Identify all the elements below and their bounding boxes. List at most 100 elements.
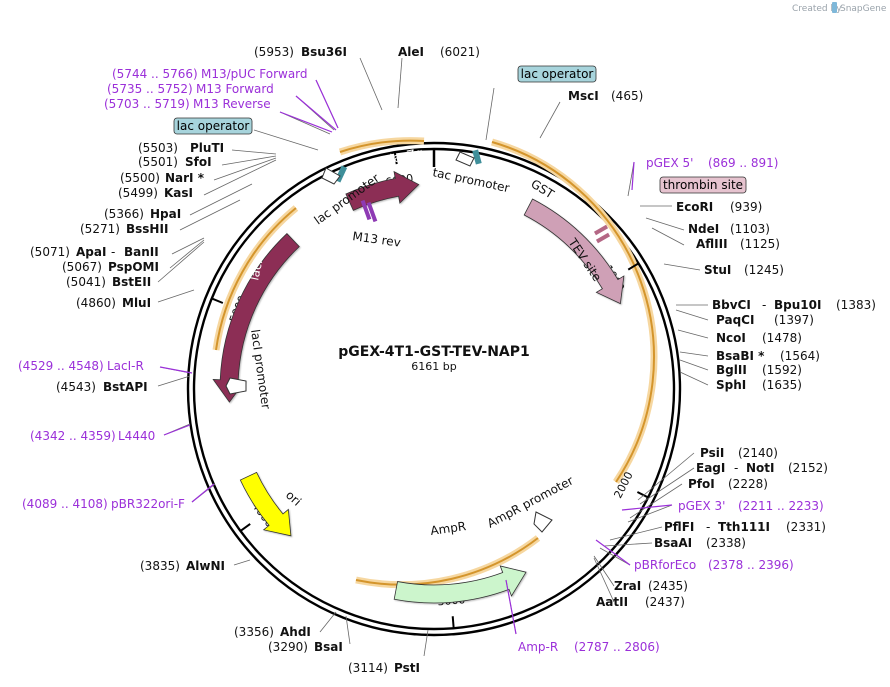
tick-mark	[451, 616, 455, 629]
primer-range: (4342 .. 4359)	[30, 429, 116, 443]
orf-band-gst-line	[491, 141, 655, 483]
primer-name: M13/pUC Forward	[201, 67, 308, 81]
site-pos: (1564)	[780, 349, 820, 363]
feature-arrows	[212, 170, 625, 604]
site-enzyme: NarI *	[165, 171, 205, 185]
feature-label-m13-rev: M13 rev	[352, 229, 402, 250]
site-pos: (5067)	[62, 260, 102, 274]
site-enzyme: BssHII	[126, 222, 168, 236]
feature-arrow-laci	[212, 232, 300, 403]
primer-range: (2787 .. 2806)	[574, 640, 660, 654]
primer-name: pBRforEco	[634, 558, 696, 572]
site-enzyme: AhdI	[280, 625, 311, 639]
feature-label-ori: ori	[283, 488, 304, 509]
feature-label-lacz: lacZα	[389, 145, 425, 166]
site-pos: (3290)	[268, 640, 308, 654]
site-pos: (5500)	[120, 171, 160, 185]
site-enzyme: SfoI	[185, 155, 212, 169]
site-enzyme: EcoRI	[676, 200, 713, 214]
site-pos: (4860)	[76, 296, 116, 310]
site-sep: -	[762, 298, 766, 312]
plasmid-name: pGEX-4T1-GST-TEV-NAP1	[338, 344, 530, 360]
site-enzyme: HpaI	[150, 207, 181, 221]
orf-band-laci-line	[215, 207, 297, 351]
tick-mark	[239, 523, 251, 532]
site-pos: (2152)	[788, 461, 828, 475]
m13-rev-mark-2	[366, 201, 378, 223]
primer-leader-pgex3	[621, 504, 673, 511]
primer-leader-pbrforeco	[595, 539, 631, 566]
primer-name: M13 Reverse	[193, 97, 271, 111]
site-enzyme: PspOMI	[108, 260, 159, 274]
primer-range: (2378 .. 2396)	[708, 558, 794, 572]
site-enzyme: BstEII	[112, 275, 151, 289]
site-pos: (5501)	[138, 155, 178, 169]
site-enzyme: PstI	[394, 661, 420, 675]
site-enzyme: EagI	[696, 461, 725, 475]
lac-promoter-arrow	[321, 167, 341, 185]
orf-band-ampr-line	[355, 537, 539, 586]
site-enzyme: Bsu36I	[301, 45, 347, 59]
tick-mark	[627, 262, 640, 271]
site-enzyme: NdeI	[688, 222, 719, 236]
site-pos: (2338)	[706, 536, 746, 550]
tick-mark	[393, 152, 398, 165]
primer-leaders	[159, 79, 673, 635]
restriction-sites-right: MscI (465) EcoRI (939) NdeI (1103) AflII…	[568, 89, 876, 609]
site-pos: (5041)	[66, 275, 106, 289]
site-enzyme: BsaI	[314, 640, 343, 654]
m13-rev-mark	[360, 199, 372, 221]
site-enzyme: MluI	[122, 296, 151, 310]
watermark-brand: SnapGene	[840, 4, 887, 14]
site-enzyme: BsaAI	[654, 536, 692, 550]
tev-site-mark	[593, 224, 609, 236]
ampr-promoter-arrow	[533, 511, 553, 533]
lac-operator-box-2	[173, 117, 253, 135]
orf-bands	[212, 137, 658, 589]
primer-range: (869 .. 891)	[708, 156, 778, 170]
lac-operator-label-2: lac operator	[177, 119, 250, 133]
site-enzyme: KasI	[164, 186, 193, 200]
feature-label-ampr: AmpR	[429, 519, 466, 538]
site-pos: (3114)	[348, 661, 388, 675]
site-enzyme: NcoI	[716, 331, 746, 345]
feature-label-laci: lacI	[247, 258, 265, 281]
lac-operator-box-1	[517, 65, 597, 83]
primer-name: Amp-R	[518, 640, 558, 654]
site-pos: (1245)	[744, 263, 784, 277]
site-enzyme: Tth111I	[718, 520, 770, 534]
site-pos: (2437)	[645, 595, 685, 609]
site-pos: (5503)	[138, 141, 178, 155]
restriction-sites-left: (5953) Bsu36I AleI (6021) (5503) PluTI (…	[30, 45, 480, 675]
feature-label-tac-promoter: tac promoter	[431, 165, 510, 195]
primer-leader-pbr322	[191, 483, 215, 503]
feature-label-ampr-promoter: AmpR promoter	[485, 473, 576, 530]
laci-promoter-arrow	[225, 377, 247, 395]
thrombin-site-box	[659, 176, 747, 194]
plasmid-size: 6161 bp	[411, 360, 456, 373]
site-pos: (3835)	[140, 559, 180, 573]
site-enzyme: AleI	[398, 45, 424, 59]
primer-range: (5735 .. 5752)	[107, 82, 193, 96]
site-enzyme: PflFI	[664, 520, 694, 534]
primer-labels: (5744 .. 5766) M13/pUC Forward (5735 .. …	[18, 67, 824, 654]
feature-arrow-ori	[239, 471, 292, 537]
tev-site-mark-2	[595, 232, 611, 244]
small-features	[225, 149, 611, 533]
site-enzyme: PfoI	[688, 477, 715, 491]
thrombin-site-label: thrombin site	[663, 178, 743, 192]
primer-leader-amp-r	[505, 579, 517, 635]
site-pos: (465)	[611, 89, 643, 103]
site-sep: -	[734, 461, 738, 475]
site-pos: (2228)	[728, 477, 768, 491]
site-pos: (939)	[730, 200, 762, 214]
tick-mark	[211, 297, 224, 304]
site-pos: (1592)	[762, 363, 802, 377]
primer-leader-pgex5	[631, 161, 635, 191]
primer-range: (2211 .. 2233)	[738, 499, 824, 513]
feature-label-laci-promoter: lacI promoter	[248, 328, 273, 410]
site-pos: (2331)	[786, 520, 826, 534]
site-enzyme: BsaBI *	[716, 349, 765, 363]
site-pos: (3356)	[234, 625, 274, 639]
primer-leader-m13rev	[279, 111, 333, 133]
